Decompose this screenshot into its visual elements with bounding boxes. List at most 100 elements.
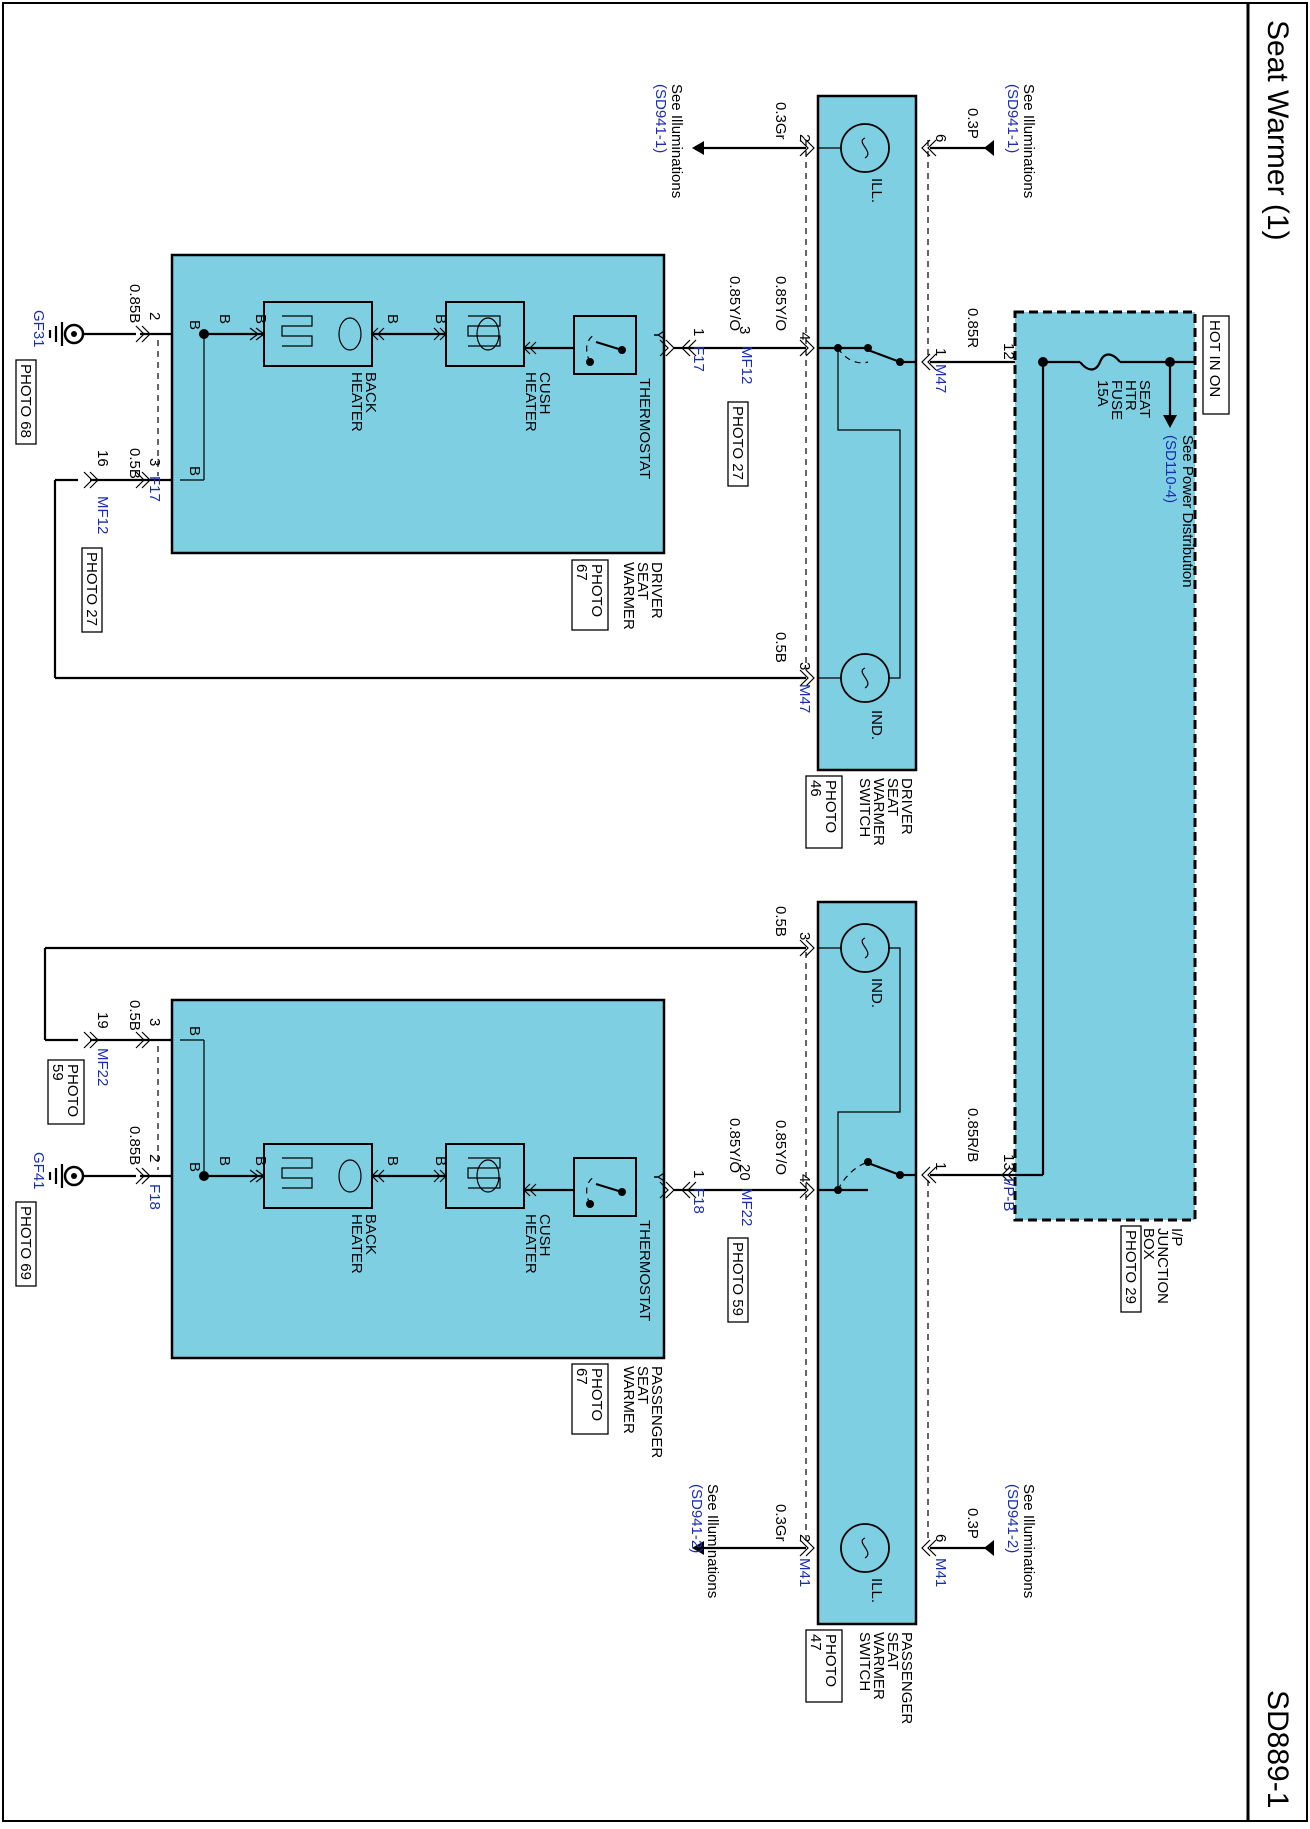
passenger-ind-label: IND. xyxy=(868,978,885,1008)
seat-htr-fuse-symbol xyxy=(1079,353,1121,371)
svg-text:WARMER: WARMER xyxy=(620,562,637,630)
passenger-switch-linkage xyxy=(837,1161,869,1191)
junction-box-label: I/P JUNCTION BOX xyxy=(1140,1228,1185,1304)
driver-seat-photo-num: 67 xyxy=(573,564,590,581)
passenger-ground-eyelet-icon xyxy=(63,1165,85,1187)
passenger-seat-pin-1: 1 xyxy=(690,1170,707,1178)
driver-mf12-connector-a: MF12 xyxy=(738,346,755,384)
driver-pin-2: 2 xyxy=(796,134,813,142)
driver-mf12-photo-box-b xyxy=(81,547,103,633)
driver-see-ill-in-ref: (SD941-1) xyxy=(1004,84,1021,153)
driver-seat-warmer-switch xyxy=(816,94,918,772)
passenger-b-label-2: B xyxy=(384,1156,401,1166)
passenger-wire-0-5b: 0.5B xyxy=(772,906,789,937)
passenger-b-label-4: B xyxy=(216,1156,233,1166)
driver-switch-photo-num: 46 xyxy=(807,780,824,797)
passenger-seat-connector-f18-b: F18 xyxy=(146,1184,163,1210)
driver-ill-label: ILL. xyxy=(868,178,885,203)
driver-pin-4: 4 xyxy=(796,332,813,340)
ip-junction-box xyxy=(1013,310,1197,1222)
svg-text:SEAT: SEAT xyxy=(884,778,901,816)
driver-ind-feed xyxy=(837,348,901,679)
driver-cush-heater-label: CUSH HEATER xyxy=(522,372,553,432)
driver-seat-pin-1: 1 xyxy=(690,328,707,336)
passenger-ill-out-arrow xyxy=(692,1541,704,1555)
driver-wire-ground: 0.85B xyxy=(126,284,143,323)
passenger-mf22-pin-20: 20 xyxy=(736,1164,753,1181)
driver-pin-6: 6 xyxy=(932,134,949,142)
driver-switch-photo: PHOTO xyxy=(822,780,839,833)
driver-ill-filament xyxy=(861,137,869,159)
passenger-wire-0-3gr: 0.3Gr xyxy=(772,1504,789,1542)
driver-see-ill-out: See Illuminations xyxy=(668,84,685,198)
passenger-thermostat-box xyxy=(573,1157,637,1217)
driver-seat-pin-2: 2 xyxy=(146,312,163,320)
junction-pin-13: 13 xyxy=(1000,1154,1017,1171)
driver-thermostat-label: THERMOSTAT xyxy=(636,378,653,479)
junction-photo: PHOTO 29 xyxy=(1122,1230,1139,1304)
svg-text:FUSE: FUSE xyxy=(1108,380,1125,420)
passenger-see-ill-out-ref: (SD941-2) xyxy=(688,1484,705,1553)
driver-ill-out-arrow xyxy=(692,141,704,155)
driver-seat-name: DRIVER SEAT WARMER xyxy=(620,562,665,630)
driver-thermostat-link xyxy=(586,333,597,363)
svg-text:HEATER: HEATER xyxy=(522,372,539,432)
svg-text:DRIVER: DRIVER xyxy=(898,778,915,835)
passenger-seat-photo-box xyxy=(571,1363,609,1435)
passenger-see-ill-in: See Illuminations xyxy=(1020,1484,1037,1598)
driver-b-label-5: B xyxy=(186,320,203,330)
driver-back-heater-element-icon xyxy=(281,315,313,347)
passenger-seat-warmer xyxy=(170,998,666,1360)
passenger-pin-4: 4 xyxy=(796,1174,813,1182)
driver-ground-icon xyxy=(48,322,64,346)
passenger-seat-connector-f18-a: F18 xyxy=(690,1188,707,1214)
driver-ill-in-arrow xyxy=(984,140,994,156)
passenger-b-label-5: B xyxy=(186,1162,203,1172)
driver-seat-warmer xyxy=(170,253,666,555)
driver-ground-eyelet-center xyxy=(71,331,77,337)
passenger-back-heater-element-icon xyxy=(281,1157,313,1189)
passenger-mf22-photo-b-1: PHOTO xyxy=(64,1064,81,1117)
passenger-ground-icon xyxy=(48,1164,64,1188)
passenger-ground-photo: PHOTO 69 xyxy=(17,1206,34,1280)
passenger-seat-pin-2: 2 xyxy=(146,1154,163,1162)
driver-pin-3: 3 xyxy=(796,662,813,670)
seat-htr-fuse-label: SEAT HTR FUSE 15A xyxy=(1094,380,1153,420)
passenger-wire-0-85yo-a: 0.85Y/O xyxy=(772,1120,789,1175)
passenger-wire-ground: 0.85B xyxy=(126,1126,143,1165)
svg-text:CUSH: CUSH xyxy=(536,372,553,415)
passenger-switch-photo-num: 47 xyxy=(807,1634,824,1651)
driver-seat-connector-f17-a: F17 xyxy=(690,346,707,372)
passenger-pin-3: 3 xyxy=(796,932,813,940)
passenger-seat-wire-in: 0.85Y/O xyxy=(726,1118,743,1173)
passenger-switch-connector-m41-b: M41 xyxy=(796,1558,813,1587)
passenger-b-label-3: B xyxy=(252,1156,269,1166)
svg-text:DRIVER: DRIVER xyxy=(648,562,665,619)
passenger-seat-warmer-switch xyxy=(816,900,918,1626)
driver-switch-photo-box xyxy=(805,775,843,849)
svg-text:HEATER: HEATER xyxy=(348,1214,365,1274)
passenger-pin-6: 6 xyxy=(932,1534,949,1542)
driver-mf12-chevron xyxy=(681,339,697,357)
svg-text:JUNCTION: JUNCTION xyxy=(1154,1228,1171,1304)
driver-cush-heater-thermistor-icon xyxy=(476,317,500,351)
passenger-mf22-photo-box-b xyxy=(47,1059,85,1125)
passenger-switch-contact-b xyxy=(864,1158,872,1166)
passenger-ground-photo-box xyxy=(15,1201,37,1287)
driver-seat-photo-box xyxy=(571,559,609,631)
driver-pin-1: 1 xyxy=(932,348,949,356)
passenger-back-heater-thermistor-icon xyxy=(338,1159,362,1193)
svg-text:HEATER: HEATER xyxy=(522,1214,539,1274)
driver-thermostat-box xyxy=(573,315,637,375)
driver-mf12-pin-16: 16 xyxy=(94,450,111,467)
driver-seat-connector-f17-b: F17 xyxy=(146,476,163,502)
passenger-thermostat-link xyxy=(586,1175,597,1205)
driver-ground-photo: PHOTO 68 xyxy=(17,364,34,438)
driver-b-label-2: B xyxy=(384,314,401,324)
driver-wire-0-3p: 0.3P xyxy=(964,108,981,139)
passenger-mf22-chevron xyxy=(681,1181,697,1199)
driver-wire-return: 0.5B xyxy=(126,448,143,479)
passenger-ground-id: GF41 xyxy=(30,1152,47,1190)
hot-in-on-label: HOT IN ON xyxy=(1206,320,1223,397)
